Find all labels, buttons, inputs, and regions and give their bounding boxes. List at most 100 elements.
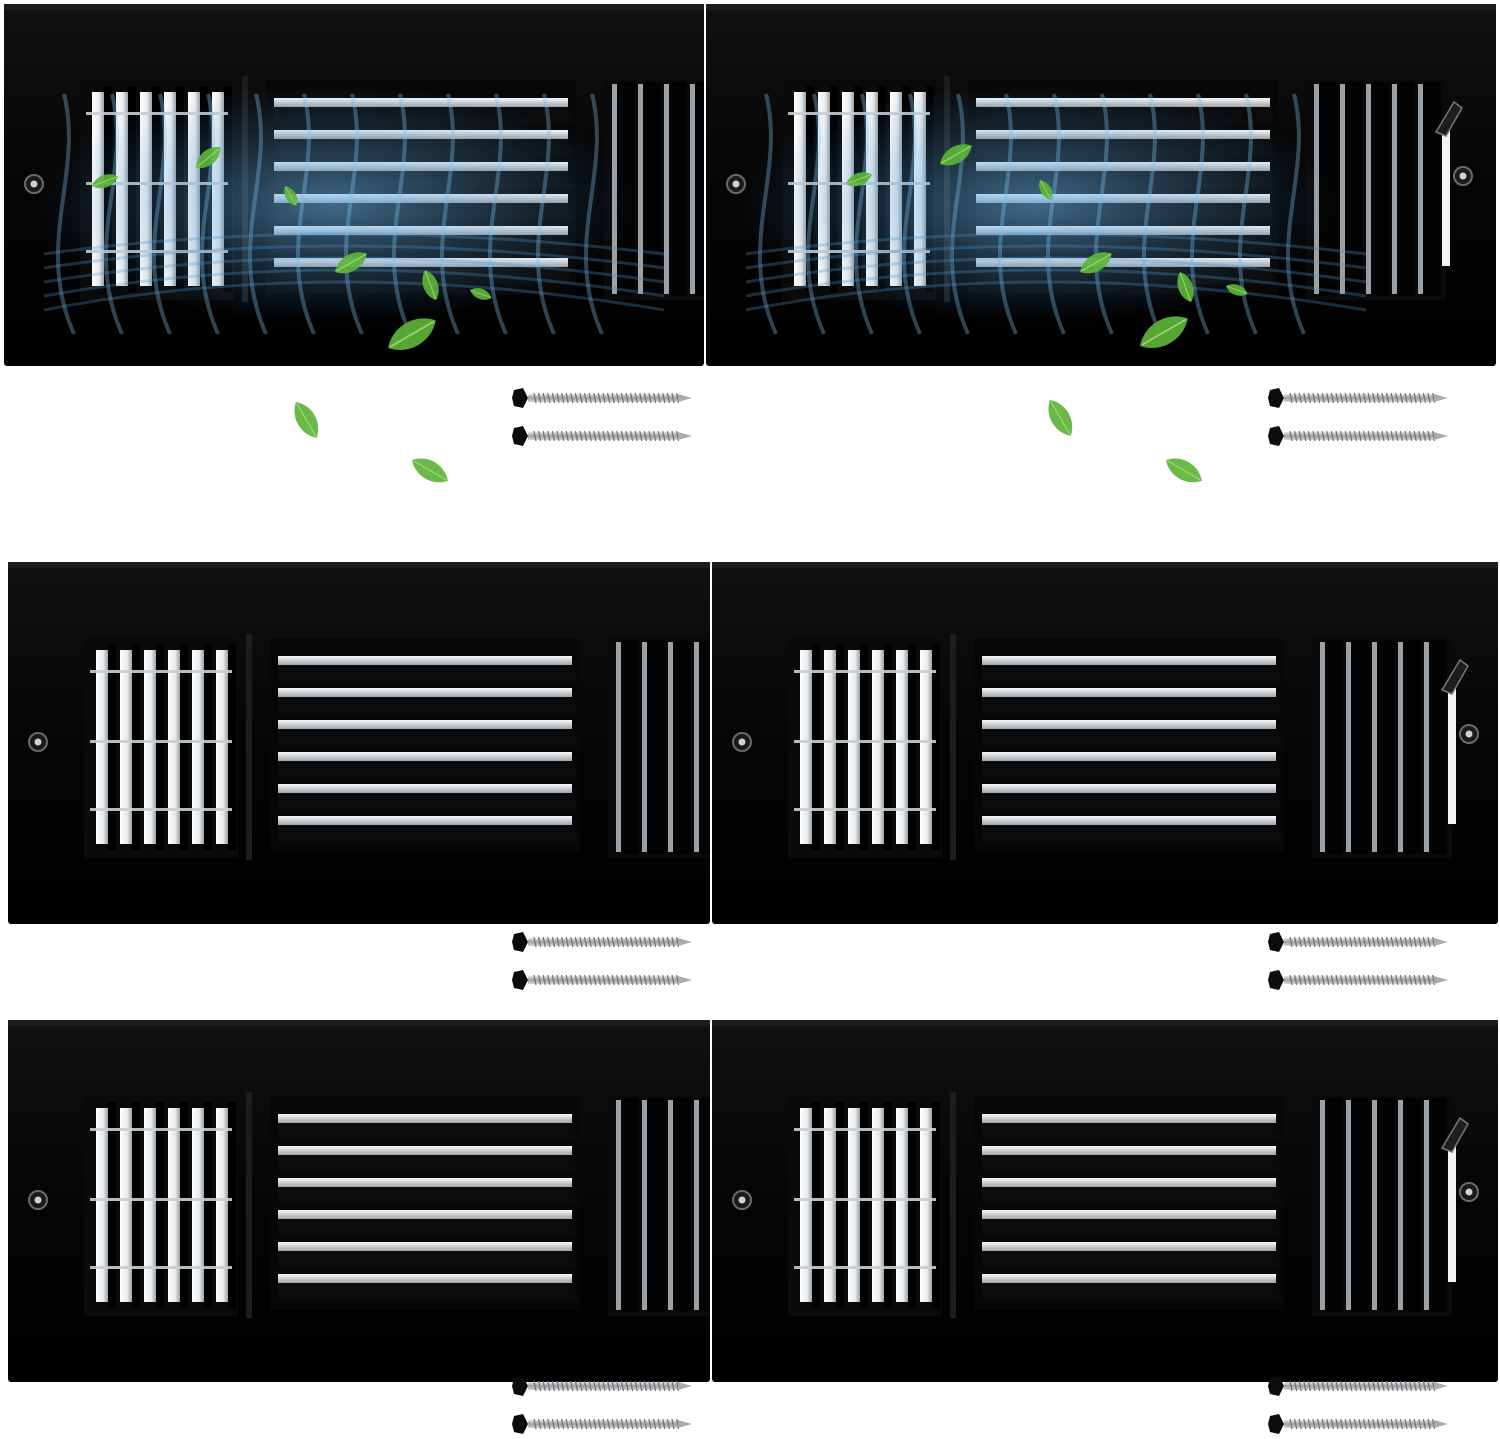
screw-thread	[657, 392, 661, 404]
screw-thread	[1303, 936, 1307, 948]
horizontal-louver-slot	[278, 1178, 572, 1187]
leaf-icon	[92, 174, 118, 189]
screw-thread	[533, 936, 537, 948]
screw-shaft	[528, 1382, 678, 1390]
vertical-louver-blade	[132, 644, 140, 850]
screw-thread	[1386, 974, 1390, 986]
mounting-hole-center	[1465, 1188, 1473, 1196]
screw-thread	[570, 392, 574, 404]
screw-thread	[1418, 430, 1422, 442]
screw-thread	[1349, 974, 1353, 986]
screw-head	[1268, 426, 1284, 446]
screw-thread	[653, 392, 657, 404]
screw-thread	[1298, 936, 1302, 948]
screw-thread	[574, 1418, 578, 1430]
screw-thread	[1335, 1418, 1339, 1430]
screw-thread	[630, 1380, 634, 1392]
screw-thread	[1335, 936, 1339, 948]
airflow-glow	[34, 84, 634, 324]
screw-thread	[1386, 392, 1390, 404]
screw-thread	[648, 1380, 652, 1392]
damper-lever-icon	[1434, 100, 1463, 137]
screw-thread	[625, 392, 629, 404]
horizontal-louver-slot	[278, 816, 572, 825]
vertical-louver-blade	[1351, 640, 1369, 854]
screw-thread	[1312, 936, 1316, 948]
screw-thread	[671, 1418, 675, 1430]
damper-slot	[1448, 684, 1456, 824]
right-louver-group	[608, 636, 710, 858]
screw-thread	[556, 936, 560, 948]
screw-tip	[1434, 394, 1448, 402]
screw-thread	[1427, 974, 1431, 986]
screw-thread	[551, 392, 555, 404]
vertical-louver-edge	[1366, 84, 1371, 294]
screw-thread	[1289, 392, 1293, 404]
screw-thread	[542, 392, 546, 404]
vertical-louver-blade	[908, 1102, 916, 1308]
screw-thread	[1294, 936, 1298, 948]
screw-thread	[620, 430, 624, 442]
leaf-vein	[1081, 253, 1111, 272]
screw-thread	[1363, 936, 1367, 948]
screw-thread	[607, 936, 611, 948]
screw-thread	[1353, 1380, 1357, 1392]
vertical-louver-blade	[108, 1102, 116, 1308]
screw-thread	[1294, 1380, 1298, 1392]
screw-thread	[643, 1380, 647, 1392]
screw-thread	[671, 392, 675, 404]
leaf-icon	[196, 147, 221, 169]
horizontal-louver-slot	[278, 688, 572, 697]
screw-thread	[579, 1418, 583, 1430]
screw-thread	[533, 1380, 537, 1392]
screw-thread	[1395, 936, 1399, 948]
screw-thread	[538, 392, 542, 404]
vertical-louver-slot	[920, 1108, 932, 1302]
screw-thread	[1289, 936, 1293, 948]
vertical-louver-slot	[120, 650, 132, 844]
screw-thread	[662, 392, 666, 404]
screw-thread	[1390, 1380, 1394, 1392]
screw-thread	[565, 430, 569, 442]
airflow-stream	[949, 93, 970, 335]
vertical-louver-slot	[192, 650, 204, 844]
screw-thread	[648, 430, 652, 442]
screw-thread	[616, 392, 620, 404]
screw-thread	[1399, 974, 1403, 986]
screw-thread	[630, 974, 634, 986]
screw-thread	[547, 1418, 551, 1430]
vertical-louver-blade	[228, 1102, 236, 1308]
screw-thread	[542, 936, 546, 948]
screw-thread	[1413, 974, 1417, 986]
airflow-stream	[439, 93, 460, 335]
mounting-hole-center	[738, 738, 746, 746]
screw-thread	[634, 936, 638, 948]
airflow-stream	[901, 93, 922, 335]
screw-thread	[1326, 974, 1330, 986]
screw-thread	[1307, 1418, 1311, 1430]
vertical-louver-slot	[848, 650, 860, 844]
leaf-icon	[1226, 284, 1248, 296]
damper-lever-icon	[1440, 1116, 1469, 1153]
screw-thread	[630, 936, 634, 948]
screw-thread	[561, 974, 565, 986]
leaf-icon	[1080, 252, 1112, 274]
screw-thread	[1395, 974, 1399, 986]
airflow-arc	[43, 280, 665, 312]
screw-tip	[678, 394, 692, 402]
screw-thread	[570, 936, 574, 948]
screw-thread	[1363, 1380, 1367, 1392]
screw-thread	[657, 974, 661, 986]
screw-shaft	[1284, 938, 1434, 946]
vertical-louver-edge	[668, 642, 673, 852]
screw-thread	[666, 1418, 670, 1430]
screw-thread	[538, 1380, 542, 1392]
screw-thread	[1358, 936, 1362, 948]
airflow-stream	[853, 93, 874, 335]
screw-thread	[1422, 392, 1426, 404]
screw-thread	[542, 1418, 546, 1430]
screw-thread	[616, 936, 620, 948]
faceplate-bevel	[712, 1020, 1498, 1026]
horizontal-louver-blade	[982, 1251, 1282, 1268]
